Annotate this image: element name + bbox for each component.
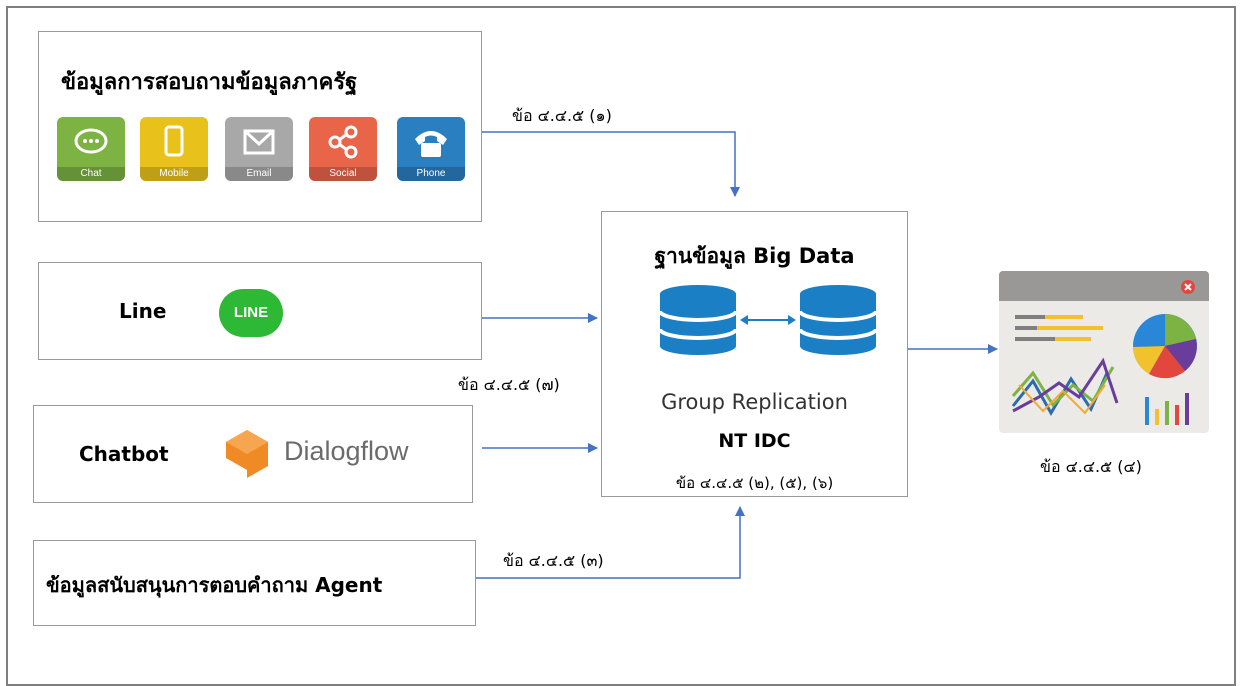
channel-label: Chat	[57, 167, 125, 181]
dialogflow-text: Dialogflow	[284, 436, 409, 466]
big-data-title: ฐานข้อมูล Big Data	[654, 244, 855, 268]
arrow-inquiry-to-db	[482, 131, 740, 197]
line-logo-text: LINE	[233, 304, 269, 321]
center-ref-label: ข้อ ๔.๔.๕ (๒), (๕), (๖)	[675, 474, 834, 492]
mobile-icon: Mobile	[140, 117, 208, 181]
big-data-box: ฐานข้อมูล Big Data Group Replication NT …	[601, 211, 908, 497]
replication-arrow-icon	[740, 315, 796, 325]
arrow-agent-to-db	[476, 506, 745, 579]
phone-icon: Phone	[397, 117, 465, 181]
connector-arrows	[476, 131, 998, 579]
close-icon	[1181, 280, 1195, 294]
chat-icon: Chat	[57, 117, 125, 181]
channel-label: Social	[309, 167, 377, 181]
line-source-box: Line LINE	[38, 262, 482, 360]
line-logo: LINE	[219, 289, 283, 337]
agent-title: ข้อมูลสนับสนุนการตอบคำถาม Agent	[46, 573, 383, 597]
database-icon	[658, 285, 738, 355]
ref-agent-label: ข้อ ๔.๔.๕ (๓)	[503, 551, 604, 570]
inquiry-title: ข้อมูลการสอบถามข้อมูลภาครัฐ	[61, 70, 358, 95]
chatbot-title: Chatbot	[79, 442, 169, 466]
dialogflow-logo-icon	[226, 430, 268, 478]
share-icon: Social	[309, 117, 377, 181]
channel-label: Mobile	[140, 167, 208, 181]
dashboard-titlebar	[999, 271, 1209, 301]
replication-label: Group Replication	[661, 390, 848, 414]
site-label: NT IDC	[718, 430, 791, 452]
database-icon	[798, 285, 878, 355]
channel-label: Phone	[397, 167, 465, 181]
dashboard-chart-icon	[1011, 314, 1197, 425]
email-icon: Email	[225, 117, 293, 181]
channel-label: Email	[225, 167, 293, 181]
ref-inquiry-label: ข้อ ๔.๔.๕ (๑)	[512, 106, 612, 125]
chatbot-source-box: Chatbot Dialogflow	[33, 405, 473, 503]
ref-dashboard-label: ข้อ ๔.๔.๕ (๔)	[1040, 457, 1142, 476]
dashboard-window	[999, 271, 1209, 433]
agent-source-box: ข้อมูลสนับสนุนการตอบคำถาม Agent	[33, 540, 476, 626]
line-title: Line	[119, 299, 167, 323]
ref-line-label: ข้อ ๔.๔.๕ (๗)	[458, 375, 560, 394]
